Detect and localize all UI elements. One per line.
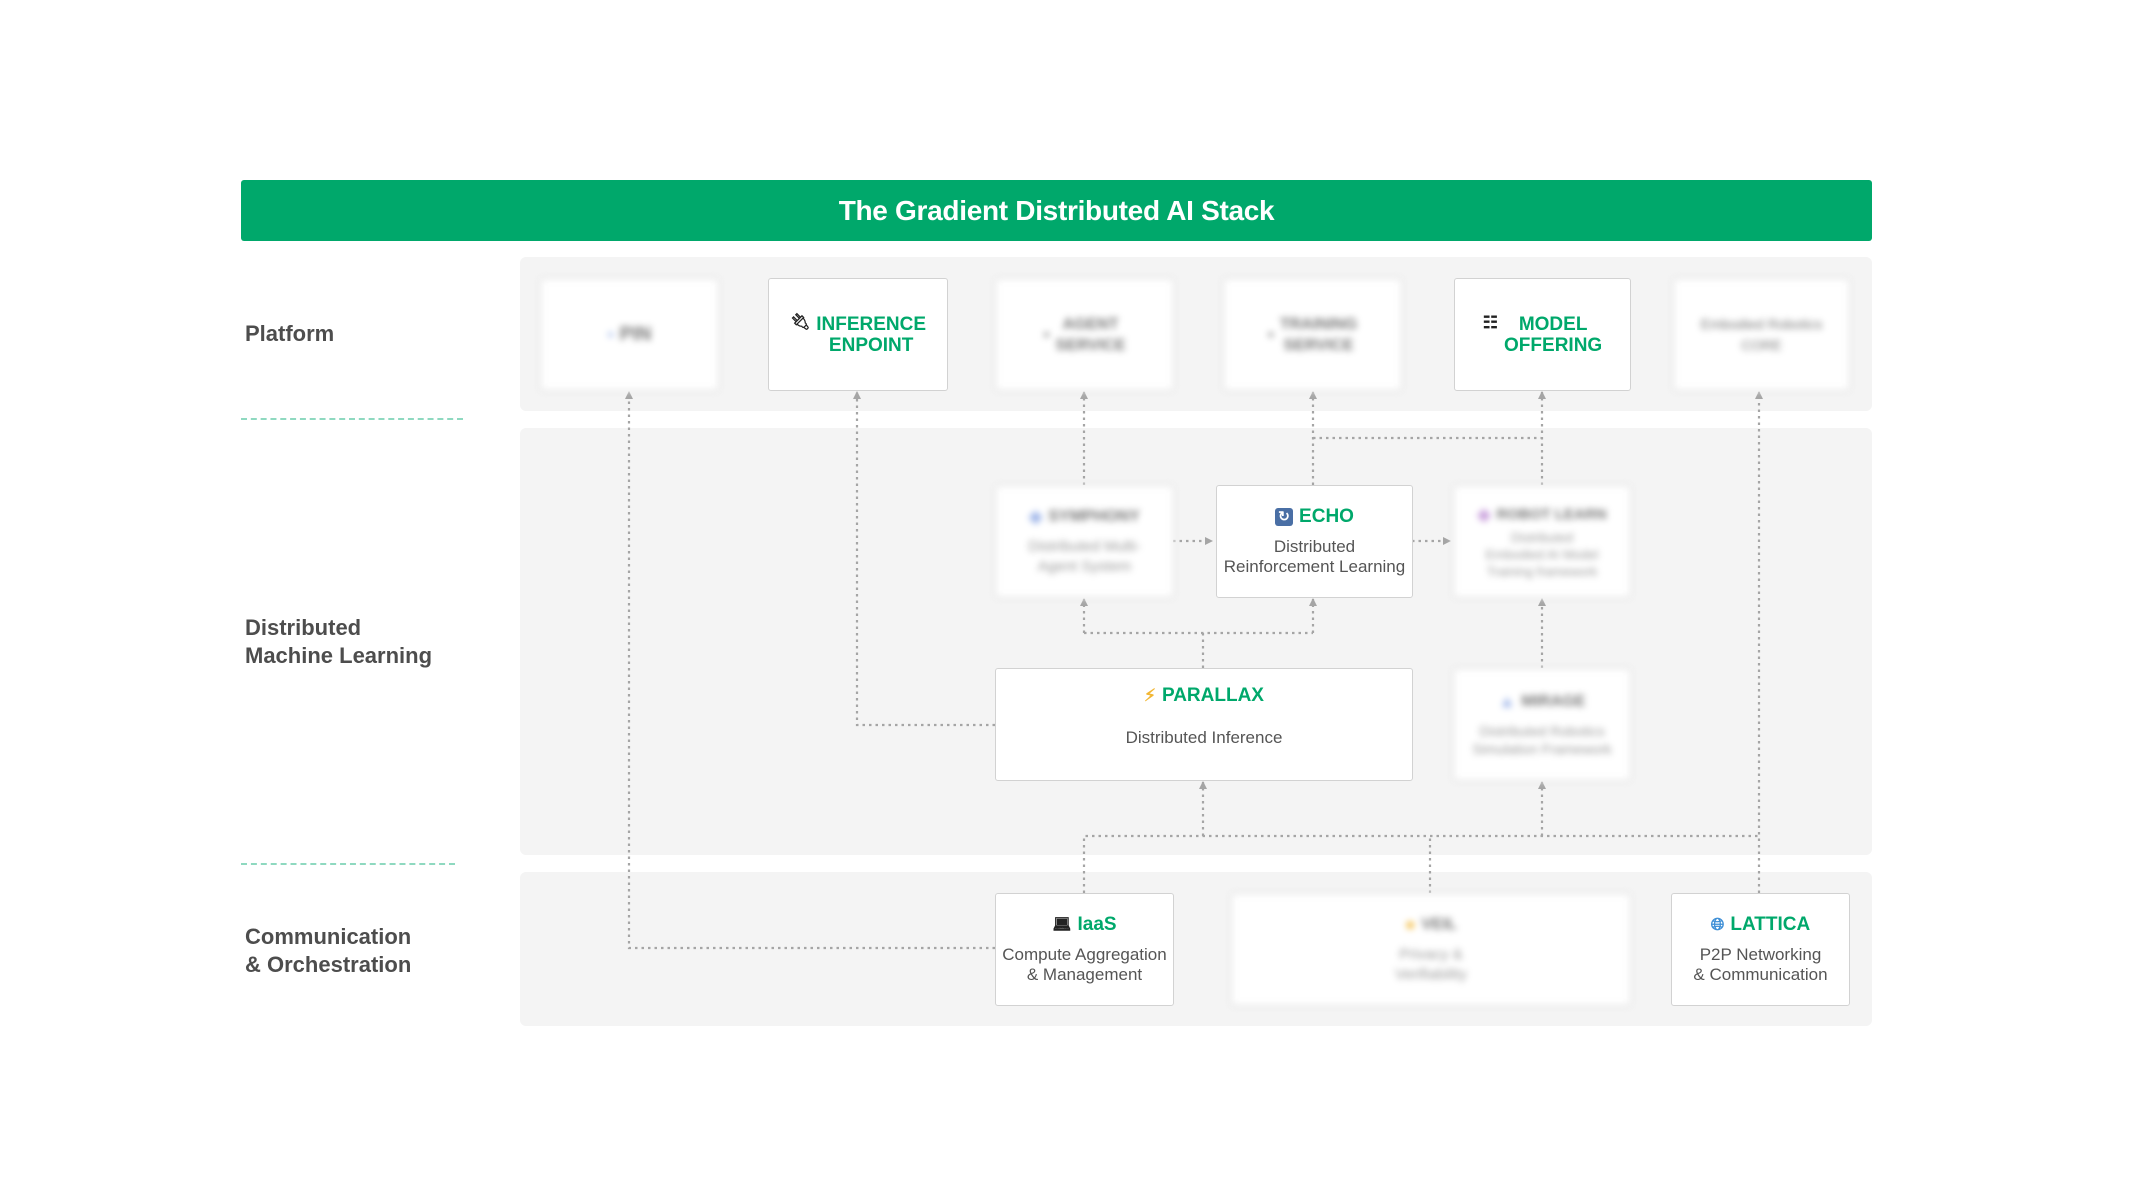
box-title: PARALLAX [1161, 685, 1264, 706]
dml-box-parallax: ⚡︎ PARALLAX Distributed Inference [995, 668, 1413, 781]
layer-label-distributed-ml: Distributed Machine Learning [245, 615, 433, 668]
lightning-icon: ⚡︎ [1144, 686, 1156, 705]
box-title: VEIL [1421, 916, 1457, 933]
layer-separator-top [241, 418, 463, 420]
title-banner: The Gradient Distributed AI Stack [241, 180, 1872, 241]
box-title: LATTICA [1730, 914, 1811, 935]
box-title: Embodied Robotics CORE [1700, 315, 1823, 353]
box-title: MODEL OFFERING [1504, 313, 1603, 356]
platform-box-training-service: ▪ TRAINING SERVICE [1223, 278, 1402, 391]
comm-box-veil: ● VEIL Privacy & Verifiability [1231, 893, 1631, 1006]
blurred-icon: ▲ [1498, 692, 1516, 711]
box-title: AGENT SERVICE [1055, 315, 1126, 354]
box-description: Distributed Robotics Simulation Framewor… [1472, 723, 1612, 757]
platform-box-pin: ▪ PIN [540, 278, 719, 391]
dml-box-robot-learn: ◆ ROBOT LEARN Distributed Embodied AI Mod… [1453, 485, 1631, 598]
refresh-icon: ↻ [1275, 507, 1294, 526]
blurred-icon: ▪ [1267, 325, 1274, 344]
platform-box-inference-endpoint: 🔌︎ INFERENCE ENPOINT [768, 278, 948, 391]
box-title: IaaS [1077, 914, 1117, 935]
box-title: TRAINING SERVICE [1279, 315, 1358, 354]
platform-box-embodied-core: Embodied Robotics CORE [1673, 278, 1850, 391]
layer-separator-bottom [241, 863, 455, 865]
box-description: Privacy & Verifiability [1395, 946, 1467, 983]
blurred-icon: ● [1405, 915, 1416, 934]
layer-label-communication: Communication & Orchestration [245, 924, 412, 977]
blurred-icon: ◆ [1477, 504, 1491, 524]
box-title: MIRAGE [1521, 693, 1586, 710]
laptop-icon: 💻︎ [1052, 916, 1072, 933]
comm-box-iaas: 💻︎ IaaS Compute Aggregation & Management [995, 893, 1174, 1006]
grid-icon: ☷ [1482, 312, 1499, 332]
comm-box-lattica: 🌐︎ LATTICA P2P Networking & Communication [1671, 893, 1850, 1006]
box-description: P2P Networking & Communication [1693, 945, 1828, 984]
box-title: SYMPHONY [1048, 508, 1140, 525]
layer-label-platform: Platform [245, 321, 335, 346]
diagram-title: The Gradient Distributed AI Stack [838, 194, 1275, 226]
platform-panel [520, 257, 1872, 411]
box-title: INFERENCE ENPOINT [816, 313, 927, 356]
platform-box-agent-service: ▪ AGENT SERVICE [995, 278, 1174, 391]
box-description: Distributed Reinforcement Learning [1223, 537, 1406, 576]
globe-icon: 🌐︎ [1710, 915, 1725, 934]
platform-box-model-offering: ☷MODEL OFFERING [1454, 278, 1631, 391]
box-title: ROBOT LEARN [1496, 505, 1607, 523]
box-title: PIN [619, 324, 652, 345]
communication-panel [520, 872, 1872, 1026]
dml-box-symphony: ◆ SYMPHONY Distributed Multi- Agent Syste… [995, 485, 1174, 598]
dml-box-mirage: ▲ MIRAGE Distributed Robotics Simulation … [1453, 668, 1631, 781]
box-description: Distributed Multi- Agent System [1028, 538, 1141, 575]
blurred-icon: ▪ [607, 325, 614, 344]
box-description: Compute Aggregation & Management [1002, 945, 1167, 984]
blurred-icon: ◆ [1029, 507, 1043, 526]
dml-box-echo: ↻ ECHO Distributed Reinforcement Learning [1216, 485, 1413, 598]
box-description: Distributed Embodied AI Model Training f… [1485, 529, 1599, 579]
box-title: ECHO [1299, 506, 1354, 527]
blurred-icon: ▪ [1043, 325, 1050, 344]
plug-icon: 🔌︎ [789, 313, 811, 331]
box-description: Distributed Inference [1125, 728, 1283, 747]
dml-panel [520, 428, 1872, 855]
